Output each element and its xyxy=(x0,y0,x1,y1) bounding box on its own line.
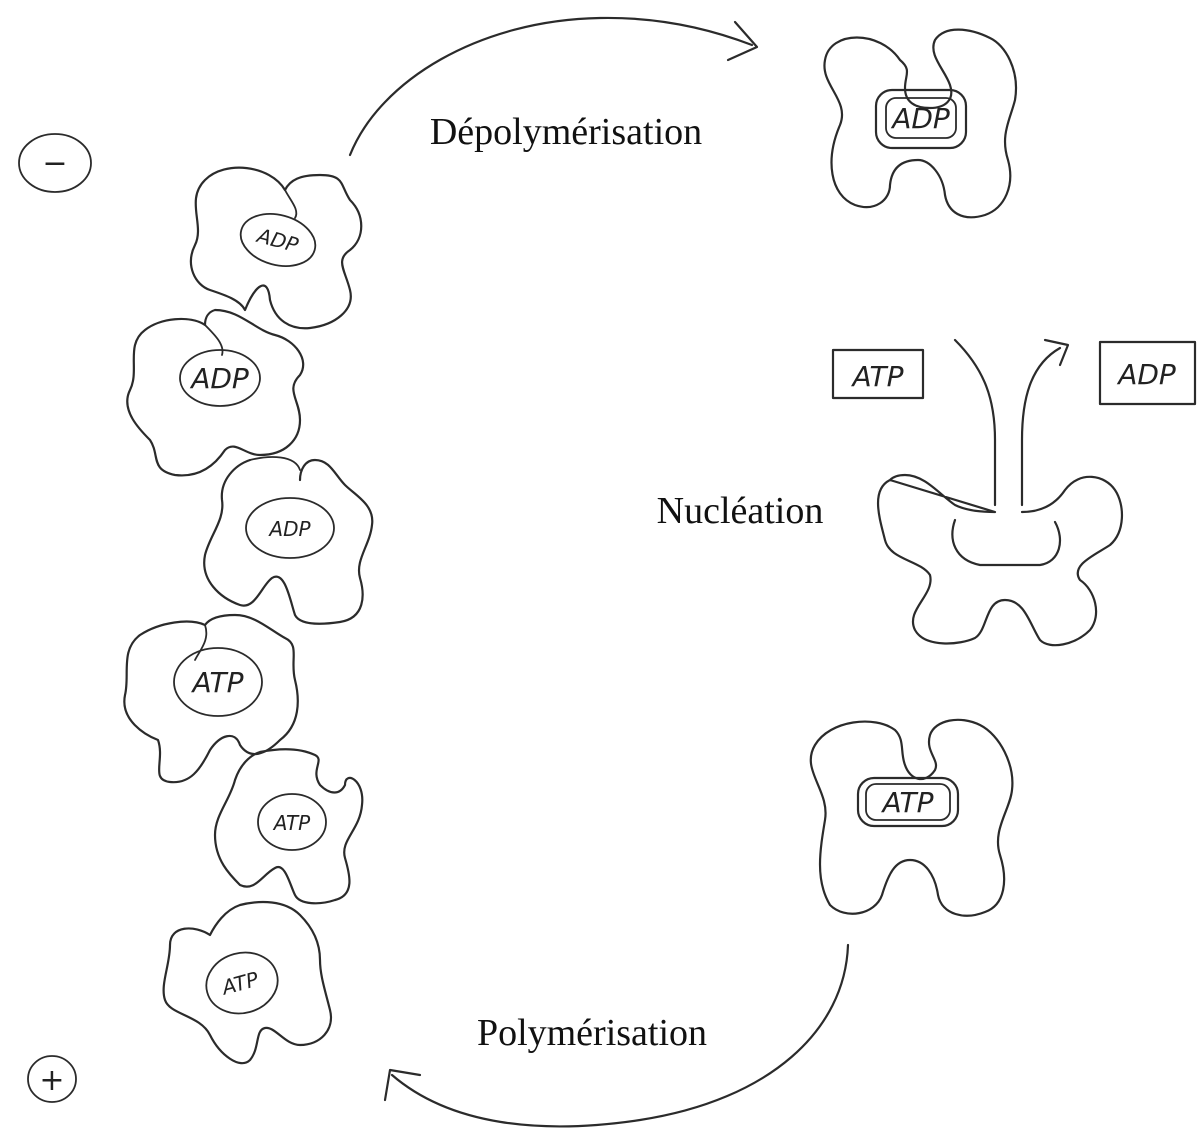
nucleation-monomer-shape xyxy=(876,473,1124,647)
incoming-nucleotide-box: ATP xyxy=(850,360,903,393)
filament-subunit-1: ADP xyxy=(189,166,363,330)
plus-end-marker: + xyxy=(27,1055,77,1103)
nucleation-label: Nucléation xyxy=(657,490,824,532)
filament-subunit-2: ADP xyxy=(126,308,305,477)
filament-subunit-5: ATP xyxy=(213,748,364,905)
subunit-3-nucleotide: ADP xyxy=(267,517,311,541)
outgoing-nucleotide-box: ADP xyxy=(1116,358,1176,391)
subunit-6-nucleotide: ATP xyxy=(218,967,262,1000)
subunit-4-nucleotide: ATP xyxy=(190,666,243,699)
nucleation-exchange: ATP ADP xyxy=(831,338,1197,647)
minus-end-marker: − xyxy=(18,133,92,193)
free-monomer-atp-nucleotide: ATP xyxy=(880,786,933,819)
subunit-2-nucleotide: ADP xyxy=(189,362,249,395)
filament-subunit-6: ATP xyxy=(162,900,333,1065)
filament-subunit-4: ATP xyxy=(123,613,299,784)
outgoing-arrow xyxy=(1020,346,1062,507)
incoming-arrow xyxy=(953,338,997,507)
polymerisation-arrow xyxy=(383,943,850,1128)
plus-end-sign: + xyxy=(39,1063,64,1098)
minus-end-sign: − xyxy=(42,146,67,181)
subunit-1-nucleotide: ADP xyxy=(253,223,302,258)
polymerisation-label: Polymérisation xyxy=(477,1012,707,1054)
subunit-5-nucleotide: ATP xyxy=(272,811,311,835)
free-monomer-atp: ATP xyxy=(809,718,1014,917)
depolymerisation-arrow xyxy=(348,16,759,157)
free-monomer-adp: ADP xyxy=(823,28,1018,219)
free-monomer-adp-nucleotide: ADP xyxy=(890,102,950,135)
filament-subunit-3: ADP xyxy=(203,456,374,625)
actin-filament: ADP ADP ADP ATP ATP xyxy=(123,166,374,1065)
depolymerisation-label: Dépolymérisation xyxy=(430,111,702,153)
